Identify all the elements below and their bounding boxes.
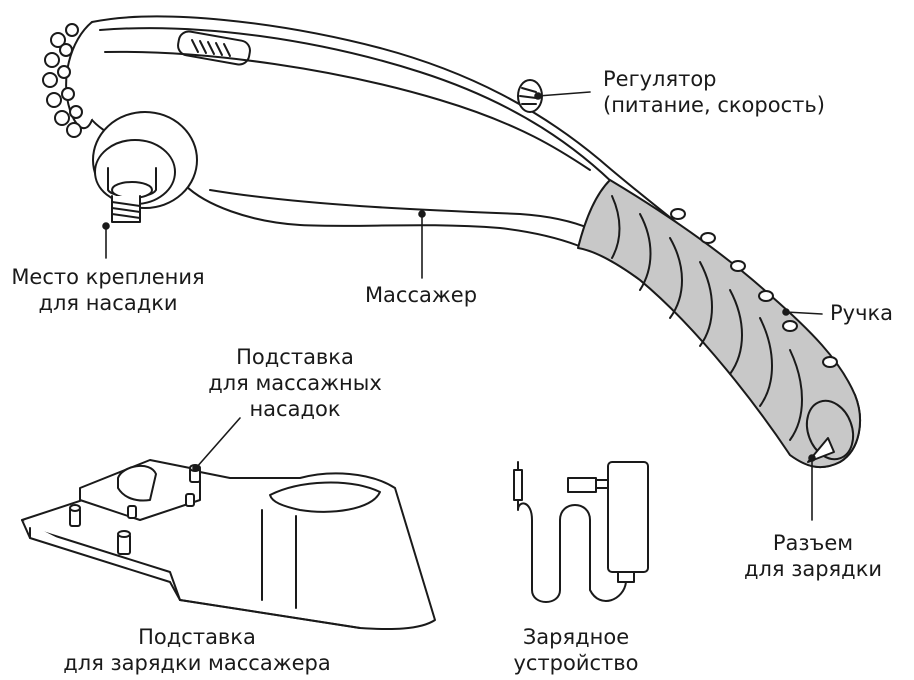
label-massager: Массажер <box>346 282 496 308</box>
charger-illustration <box>514 462 648 602</box>
label-charging-stand: Подставка для зарядки массажера <box>42 624 352 676</box>
label-handle: Ручка <box>830 300 893 326</box>
charging-stand-illustration <box>22 460 435 629</box>
label-charging-port: Разъем для зарядки <box>728 530 898 582</box>
label-attachment-stand: Подставка для массажных насадок <box>200 344 390 422</box>
label-regulator: Регулятор (питание, скорость) <box>603 66 825 118</box>
label-attachment-mount: Место крепления для насадки <box>8 264 208 316</box>
label-charger: Зарядное устройство <box>486 624 666 676</box>
